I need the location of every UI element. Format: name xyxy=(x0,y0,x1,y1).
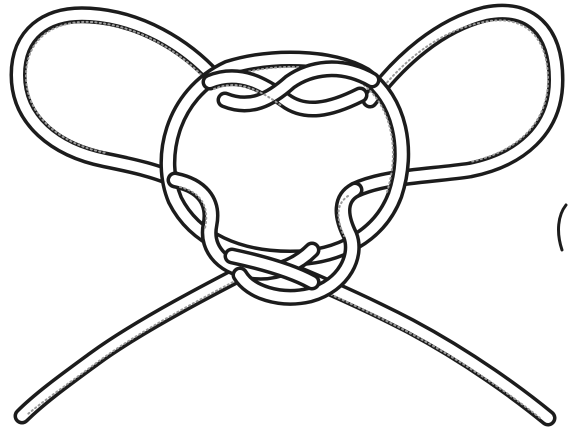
top-twist xyxy=(210,69,372,109)
edge-fragment xyxy=(559,205,566,250)
left-standing-end xyxy=(22,266,255,416)
